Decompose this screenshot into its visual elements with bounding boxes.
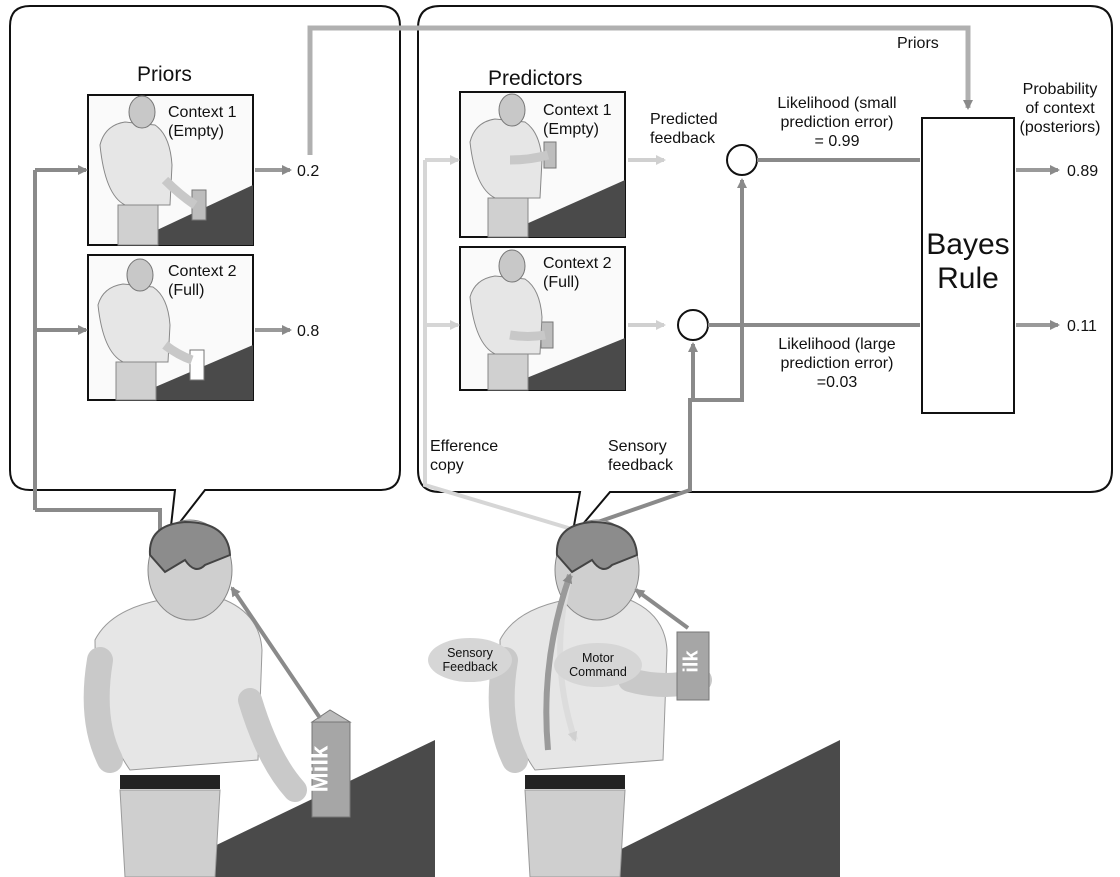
right-carton-label: ilk: [680, 650, 703, 673]
bayes-rule-box: [921, 117, 1015, 414]
comparator-2: [677, 309, 709, 341]
priors-context1-box: [87, 94, 254, 246]
predictors-ctx2-person-icon: [469, 249, 546, 391]
priors-panel-title: Priors: [137, 63, 192, 86]
priors-label-top: Priors: [897, 35, 939, 52]
left-table: [150, 740, 435, 877]
sensory-feedback-arrow: [543, 573, 573, 751]
left-carton-label: Milk: [306, 745, 334, 793]
right-brain-icon: [555, 520, 639, 574]
predictors-context2-box: [459, 246, 626, 391]
prior2-value: 0.8: [297, 323, 320, 340]
bubble-motor-command: [554, 643, 642, 687]
priors-ctx2-label: Context 2(Full): [168, 263, 237, 299]
right-milk-carton: [676, 631, 710, 701]
left-figure: [83, 519, 435, 877]
prior1-value: 0.2: [297, 163, 320, 180]
priors-ctx1-person-icon: [99, 95, 198, 246]
brain-to-priors-line: [35, 508, 162, 565]
left-milk-carton: [311, 721, 351, 818]
posterior1-value: 0.89: [1067, 163, 1099, 180]
priors-ctx2-person-icon: [97, 258, 194, 401]
predictors-context1-box: [459, 91, 626, 238]
predictors-ctx1-label: Context 1(Empty): [543, 102, 612, 138]
predictors-panel-title: Predictors: [488, 67, 583, 90]
right-figure: [428, 519, 840, 877]
comparator-1: [726, 144, 758, 176]
priors-context2-box: [87, 254, 254, 401]
predictors-ctx1-person-icon: [469, 93, 550, 238]
priors-to-bayes-arrow: [307, 25, 973, 155]
posterior2-value: 0.11: [1067, 318, 1097, 335]
bubble-sensory-feedback: [428, 638, 512, 682]
right-sensory-arrow: [634, 588, 690, 630]
left-brain-icon: [148, 520, 232, 574]
right-table: [565, 740, 840, 877]
predictors-ctx2-label: Context 2(Full): [543, 255, 612, 291]
left-sensory-arrow: [230, 586, 322, 720]
priors-ctx1-label: Context 1(Empty): [168, 104, 237, 140]
